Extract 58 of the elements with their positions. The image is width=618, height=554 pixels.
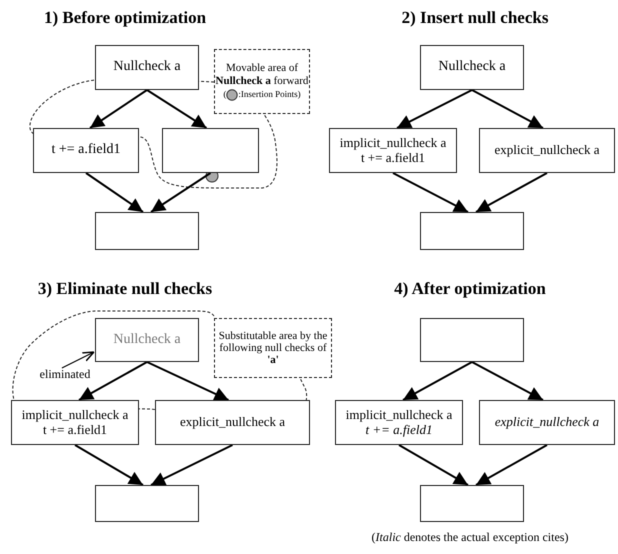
callout-text: Movable area of Nullcheck a forward [215, 62, 309, 87]
panel-title: 2) Insert null checks [402, 8, 548, 28]
arrow [146, 361, 229, 401]
code-line: explicit_nullcheck a [494, 415, 600, 430]
arrow [78, 361, 148, 401]
callout-text: Substitutable area by the following null checks of 'a' [218, 330, 328, 366]
code-line: t += a.field1 [51, 142, 121, 159]
process-box [335, 400, 463, 445]
code-line: t += a.field1 [365, 422, 432, 438]
code-line: t += a.field1 [360, 150, 426, 166]
callout-box [214, 49, 310, 114]
arrow [74, 444, 144, 486]
callout-text: :Insertion Points) [238, 90, 301, 100]
code-line: explicit_nullcheck a [494, 143, 600, 158]
process-box [420, 45, 524, 90]
arrow [476, 172, 548, 213]
code-line: implicit_nullcheck a [340, 136, 446, 150]
empty-box [420, 318, 524, 362]
leader-arrow [61, 351, 95, 368]
arrow [398, 444, 468, 486]
arrow [472, 89, 544, 129]
process-box [479, 128, 615, 173]
process-box [95, 318, 199, 362]
code-line: t += a.field1 [42, 422, 108, 438]
panel-title: 3) Eliminate null checks [38, 279, 212, 299]
process-box [155, 400, 310, 445]
empty-box [95, 212, 199, 250]
process-box [95, 45, 199, 90]
caption: (Italic denotes the actual exception cites) [372, 530, 568, 545]
empty-box [420, 485, 524, 522]
panel-title: 4) After optimization [394, 279, 546, 299]
annotation-text: eliminated [34, 368, 96, 384]
callout-text: ( [223, 90, 226, 100]
process-box [33, 128, 139, 173]
empty-box [420, 212, 524, 250]
arrow [146, 89, 208, 129]
code-line: implicit_nullcheck a [346, 408, 452, 422]
process-box [329, 128, 457, 173]
process-box [11, 400, 139, 445]
code-line: Nullcheck a [113, 332, 181, 348]
empty-box [162, 128, 259, 173]
panel-title: 1) Before optimization [44, 8, 206, 28]
arrow [85, 172, 144, 213]
arrow [150, 444, 233, 486]
code-line: Nullcheck a [438, 59, 506, 76]
callout-box [214, 318, 332, 378]
arrow [402, 361, 472, 401]
arrow [472, 361, 544, 401]
code-line: explicit_nullcheck a [180, 415, 286, 430]
code-line: implicit_nullcheck a [22, 408, 128, 422]
arrow [89, 89, 148, 129]
code-line: Nullcheck a [113, 59, 181, 76]
arrow [476, 444, 548, 486]
process-box [479, 400, 615, 445]
arrow [396, 89, 472, 129]
empty-box [95, 485, 199, 522]
arrow [392, 172, 468, 213]
arrow [150, 172, 212, 213]
